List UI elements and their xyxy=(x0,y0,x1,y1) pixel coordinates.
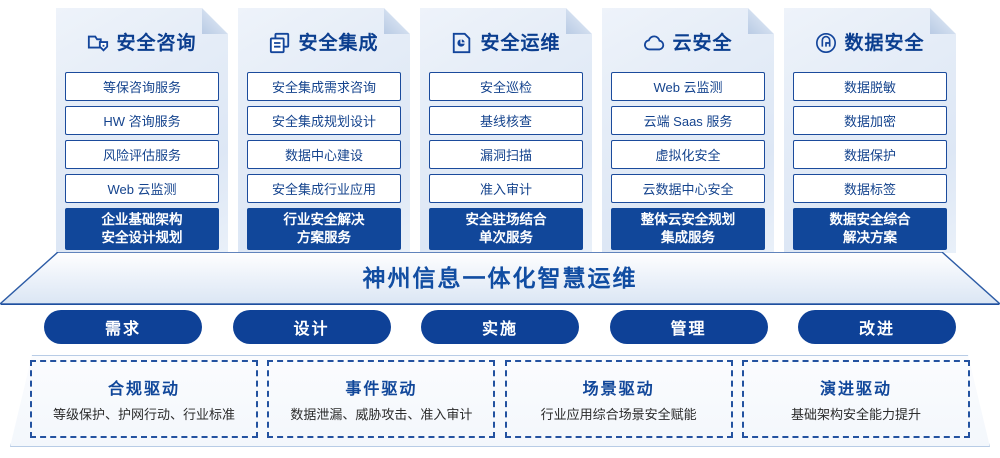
service-item[interactable]: 数据保护 xyxy=(793,140,947,169)
driver-subtitle: 行业应用综合场景安全赋能 xyxy=(540,407,697,422)
pie-chart-monitor-icon xyxy=(451,32,473,54)
driver-card-incident[interactable]: 事件驱动 数据泄漏、威胁攻击、准入审计 xyxy=(267,360,496,438)
column-header: 安全集成 xyxy=(247,22,401,64)
service-item[interactable]: 漏洞扫描 xyxy=(429,140,583,169)
service-item[interactable]: 数据中心建设 xyxy=(247,140,401,169)
column-summary-line1: 行业安全解决 xyxy=(283,211,365,227)
column-summary[interactable]: 行业安全解决 方案服务 xyxy=(247,208,401,250)
column-summary-line1: 企业基础架构 xyxy=(101,211,183,227)
service-item[interactable]: 数据加密 xyxy=(793,106,947,135)
platform-banner-title: 神州信息一体化智慧运维 xyxy=(362,265,638,291)
lifecycle-stages: 需求 设计 实施 管理 改进 xyxy=(44,310,956,346)
driver-card-scenario[interactable]: 场景驱动 行业应用综合场景安全赋能 xyxy=(504,360,733,438)
capability-column-data-security[interactable]: 数据安全 数据脱敏 数据加密 数据保护 数据标签 数据安全综合 解决方案 xyxy=(784,8,956,253)
fingerprint-icon xyxy=(815,32,837,54)
service-item[interactable]: 数据标签 xyxy=(793,174,947,203)
column-header: 安全咨询 xyxy=(65,22,219,64)
column-summary-line1: 整体云安全规划 xyxy=(640,211,736,227)
column-summary[interactable]: 数据安全综合 解决方案 xyxy=(793,208,947,250)
service-item[interactable]: 等保咨询服务 xyxy=(65,72,219,101)
stage-pill-improvement[interactable]: 改进 xyxy=(798,310,956,344)
driver-title: 事件驱动 xyxy=(345,381,418,398)
service-item[interactable]: 基线核查 xyxy=(429,106,583,135)
service-item[interactable]: Web 云监测 xyxy=(65,174,219,203)
capability-columns: 安全咨询 等保咨询服务 HW 咨询服务 风险评估服务 Web 云监测 企业基础架… xyxy=(56,8,956,260)
driver-title: 合规驱动 xyxy=(107,381,180,398)
folded-corner xyxy=(566,8,592,34)
service-item[interactable]: 准入审计 xyxy=(429,174,583,203)
column-summary[interactable]: 安全驻场结合 单次服务 xyxy=(429,208,583,250)
capability-column-security-operations[interactable]: 安全运维 安全巡检 基线核查 漏洞扫描 准入审计 安全驻场结合 单次服务 xyxy=(420,8,592,253)
column-title: 安全集成 xyxy=(298,32,379,54)
column-summary-line2: 安全设计规划 xyxy=(101,230,183,245)
service-item[interactable]: HW 咨询服务 xyxy=(65,106,219,135)
folder-shield-icon xyxy=(87,32,109,54)
folded-corner xyxy=(748,8,774,34)
service-item[interactable]: 风险评估服务 xyxy=(65,140,219,169)
driver-card-compliance[interactable]: 合规驱动 等级保护、护网行动、行业标准 xyxy=(30,360,258,438)
driver-title: 场景驱动 xyxy=(582,381,655,398)
cloud-icon xyxy=(643,32,665,54)
capability-column-cloud-security[interactable]: 云安全 Web 云监测 云端 Saas 服务 虚拟化安全 云数据中心安全 整体云… xyxy=(602,8,774,253)
stacked-documents-icon xyxy=(269,32,291,54)
column-title: 云安全 xyxy=(672,32,733,54)
column-summary-line2: 方案服务 xyxy=(297,230,351,245)
folded-corner xyxy=(202,8,228,34)
capability-column-security-integration[interactable]: 安全集成 安全集成需求咨询 安全集成规划设计 数据中心建设 安全集成行业应用 行… xyxy=(238,8,410,253)
driver-subtitle: 等级保护、护网行动、行业标准 xyxy=(52,407,235,422)
service-item[interactable]: 安全集成规划设计 xyxy=(247,106,401,135)
platform-banner: 神州信息一体化智慧运维 xyxy=(0,252,1000,305)
stage-pill-design[interactable]: 设计 xyxy=(232,310,391,344)
service-item[interactable]: Web 云监测 xyxy=(611,72,765,101)
folded-corner xyxy=(930,8,956,34)
column-summary-line2: 单次服务 xyxy=(479,230,533,245)
service-item[interactable]: 虚拟化安全 xyxy=(611,140,765,169)
driver-title: 演进驱动 xyxy=(819,381,892,398)
drivers-row: 合规驱动 等级保护、护网行动、行业标准 事件驱动 数据泄漏、威胁攻击、准入审计 … xyxy=(30,360,970,440)
driver-subtitle: 基础架构安全能力提升 xyxy=(790,407,921,422)
column-summary[interactable]: 整体云安全规划 集成服务 xyxy=(611,208,765,250)
stage-pill-management[interactable]: 管理 xyxy=(609,310,768,344)
folded-corner xyxy=(384,8,410,34)
column-title: 数据安全 xyxy=(844,32,925,54)
service-item[interactable]: 云数据中心安全 xyxy=(611,174,765,203)
column-summary-line2: 解决方案 xyxy=(843,230,897,245)
drivers-container xyxy=(10,355,990,447)
column-summary[interactable]: 企业基础架构 安全设计规划 xyxy=(65,208,219,250)
driver-subtitle: 数据泄漏、威胁攻击、准入审计 xyxy=(290,407,473,422)
column-summary-line1: 数据安全综合 xyxy=(829,211,911,227)
stage-pill-demand[interactable]: 需求 xyxy=(44,310,202,344)
column-title: 安全咨询 xyxy=(116,32,197,54)
column-header: 数据安全 xyxy=(793,22,947,64)
driver-card-evolution[interactable]: 演进驱动 基础架构安全能力提升 xyxy=(741,360,970,438)
service-item[interactable]: 安全集成行业应用 xyxy=(247,174,401,203)
stage-pill-implementation[interactable]: 实施 xyxy=(421,310,579,344)
column-summary-line1: 安全驻场结合 xyxy=(465,211,547,227)
column-header: 云安全 xyxy=(611,22,765,64)
service-item[interactable]: 安全巡检 xyxy=(429,72,583,101)
column-summary-line2: 集成服务 xyxy=(661,230,715,245)
capability-column-security-consulting[interactable]: 安全咨询 等保咨询服务 HW 咨询服务 风险评估服务 Web 云监测 企业基础架… xyxy=(56,8,228,253)
service-item[interactable]: 数据脱敏 xyxy=(793,72,947,101)
column-title: 安全运维 xyxy=(480,32,561,54)
service-item[interactable]: 云端 Saas 服务 xyxy=(611,106,765,135)
column-header: 安全运维 xyxy=(429,22,583,64)
service-item[interactable]: 安全集成需求咨询 xyxy=(247,72,401,101)
